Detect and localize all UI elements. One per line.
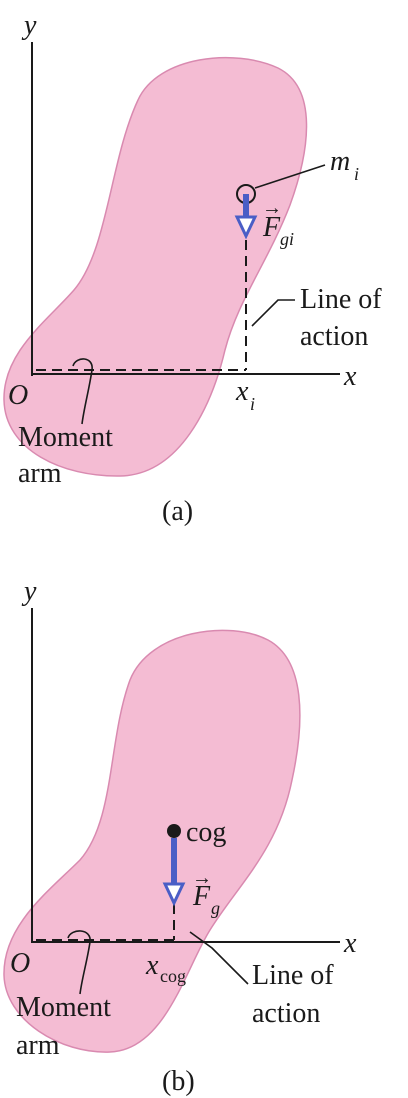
panel-a-moment-arm-text-2: arm [18,458,62,489]
panel-a-mass-leader [254,164,326,189]
panel-a-line-of-action-text-2: action [300,321,368,352]
panel-b-caption: (b) [162,1066,195,1097]
panel-b-origin-label: O [10,948,30,979]
panel-a-force-arrow-symbol: → [262,197,282,219]
panel-b-moment-arm-text-2: arm [16,1030,60,1061]
panel-b-xcog-label: x [145,950,159,981]
panel-a-mass-subscript: i [354,164,359,184]
panel-b-y-label: y [21,576,37,607]
panel-b-x-label: x [343,928,357,959]
panel-b-line-of-action-text-2: action [252,998,320,1029]
panel-a-body [3,56,308,477]
panel-a-line-of-action-text-1: Line of [300,284,382,315]
panel-b-force-label: F [192,881,211,912]
panel-a-moment-arm-text-1: Moment [18,422,113,453]
panel-b-force-subscript: g [211,898,220,918]
panel-a-force-subscript: gi [280,229,294,249]
panel-b-cog-label: cog [186,817,226,848]
panel-a-x-label: x [343,361,357,392]
panel-a-line-of-action-leader [251,299,295,327]
panel-b-line-of-action-leader [189,931,249,985]
panel-b-line-of-action-text-1: Line of [252,960,334,991]
panel-a-xi-subscript: i [250,394,255,414]
panel-a-y-label: y [21,10,37,41]
panel-a-caption: (a) [162,496,193,527]
panel-a-origin-label: O [8,380,28,411]
panel-b-moment-arm-leader [67,930,91,995]
panel-b-xcog-subscript: cog [160,966,186,986]
panel-b-moment-arm-text-1: Moment [16,992,111,1023]
panel-a-xi-label: x [235,376,249,407]
panel-b-force-arrowhead [162,882,186,907]
panel-a-force-arrowhead [234,215,258,240]
panel-b-cog-dot [167,824,181,838]
panel-a-moment-arm-leader [72,358,93,425]
panel-b: y x O cog → F g x cog Line of action Mom… [3,576,357,1097]
panel-b-body [3,629,301,1053]
panel-a-force-label: F [262,212,281,243]
panel-a: y x O m i → F gi Line of action x i Mome… [3,10,382,527]
panel-b-force-arrow-symbol: → [192,867,212,889]
panel-a-mass-label: m [330,146,350,177]
